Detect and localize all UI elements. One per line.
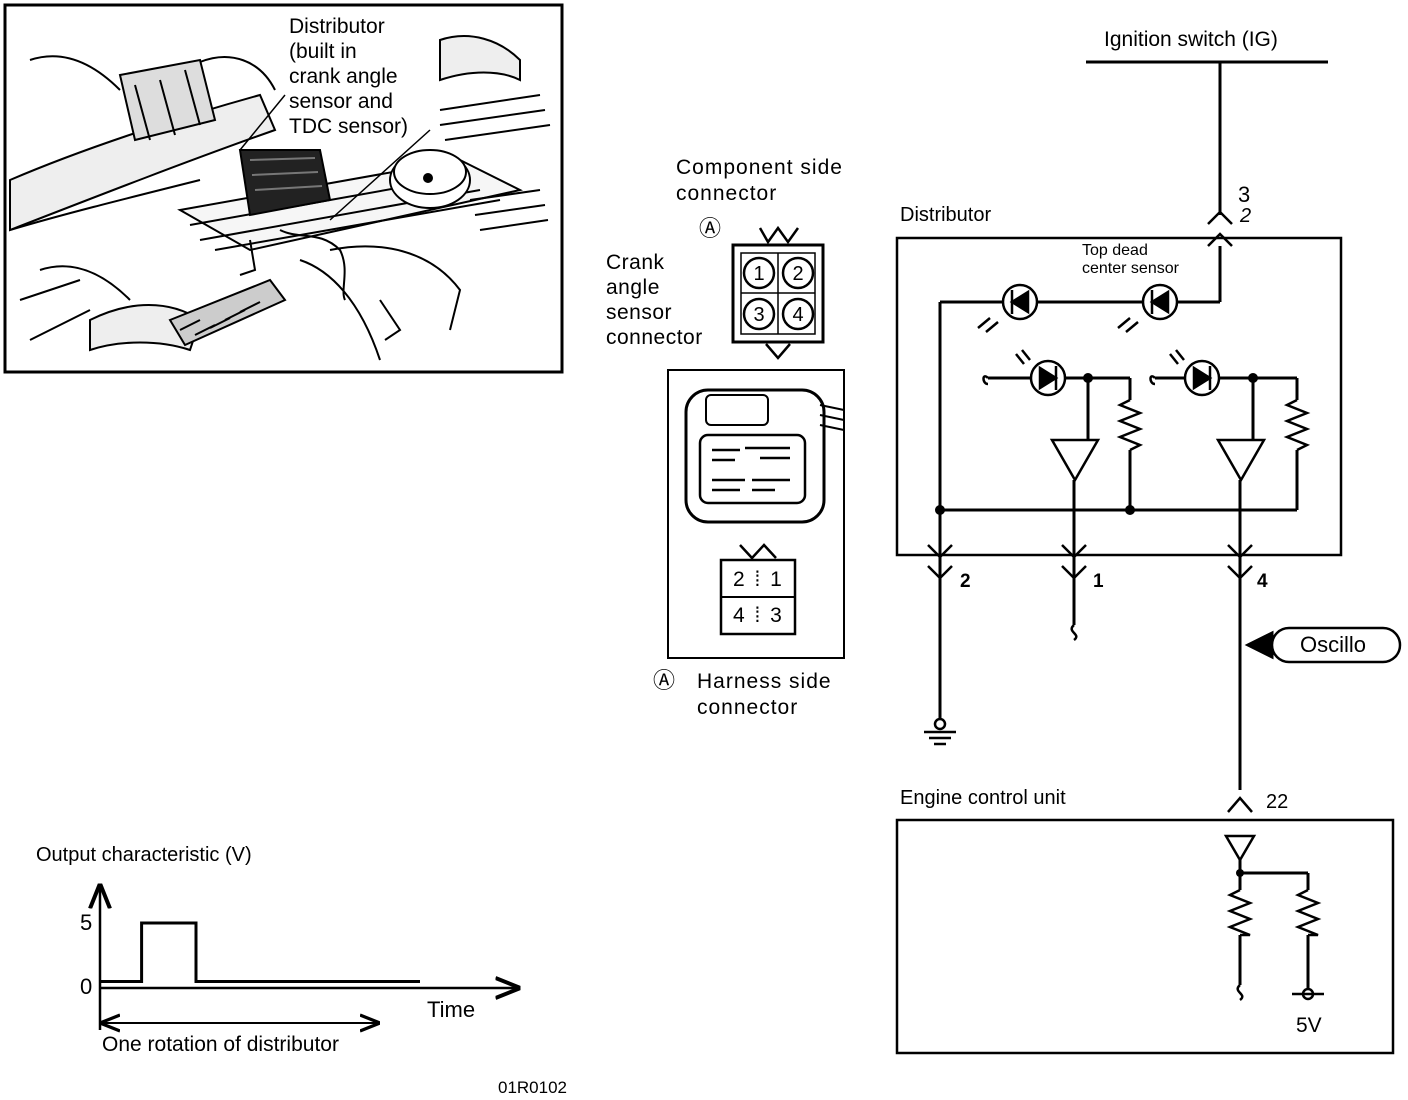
- terminal-2-label: 2: [960, 571, 971, 592]
- waveform-trace: [100, 921, 420, 983]
- distributor-label: Distributor: [900, 204, 992, 226]
- harness-connector: [667, 369, 845, 659]
- component-connector: [731, 225, 825, 360]
- x-axis-label: Time: [427, 997, 476, 1022]
- photo-diodes: [982, 349, 1221, 397]
- terminal-22-label: 22: [1266, 791, 1289, 813]
- waveform-signal: [100, 921, 420, 983]
- circuit-wiring: [895, 60, 1395, 1055]
- junction-dots: [935, 373, 1258, 877]
- oscillo-label: Oscillo: [1300, 632, 1367, 657]
- component-connector-pins: 1 2 3 4: [753, 263, 803, 326]
- harness-side-label: Harness side connector: [697, 670, 832, 719]
- terminal-3-label: 3: [1238, 182, 1251, 207]
- y-tick-5: 5: [80, 910, 93, 935]
- y-tick-0: 0: [80, 974, 93, 999]
- waveform-axes: [100, 886, 518, 1030]
- terminal-4-label: 4: [1257, 571, 1268, 592]
- terminal-2-top-label: 2: [1240, 205, 1252, 227]
- connector-marker-bottom: Ⓐ: [653, 668, 676, 693]
- rotation-span-label: One rotation of distributor: [102, 1033, 339, 1056]
- crank-angle-sensor-label: Crank angle sensor connector: [606, 251, 703, 349]
- amplifiers: [1049, 438, 1267, 863]
- harness-pin-row-1: 2 ⁞ 1: [733, 568, 784, 591]
- harness-pin-row-2: 4 ⁞ 3: [733, 604, 784, 627]
- component-side-label: Component side connector: [676, 156, 843, 205]
- component-pin-1: 1: [753, 263, 764, 285]
- photo-callout-label: Distributor (built in crank angle sensor…: [289, 15, 409, 138]
- supply-5v-label: 5V: [1296, 1014, 1322, 1037]
- resistors: [1116, 398, 1322, 937]
- terminal-1-label: 1: [1093, 571, 1104, 592]
- distributor-terminals: [927, 544, 1253, 580]
- engine-bay-photo: [3, 3, 564, 374]
- ground-symbols: [924, 624, 1324, 1001]
- figure-code: 01R0102: [498, 1078, 568, 1097]
- ignition-switch-label: Ignition switch (IG): [1104, 28, 1278, 51]
- tdc-sensor-label: Top dead center sensor: [1082, 242, 1179, 277]
- led-emitters: [977, 283, 1179, 333]
- waveform-title: Output characteristic (V): [36, 844, 252, 866]
- component-pin-2: 2: [792, 263, 803, 285]
- component-pin-4: 4: [792, 304, 803, 326]
- oscillo-probe: [1270, 626, 1402, 664]
- connector-marker-top: Ⓐ: [699, 216, 722, 241]
- component-pin-3: 3: [753, 304, 764, 326]
- ecu-label: Engine control unit: [900, 787, 1066, 809]
